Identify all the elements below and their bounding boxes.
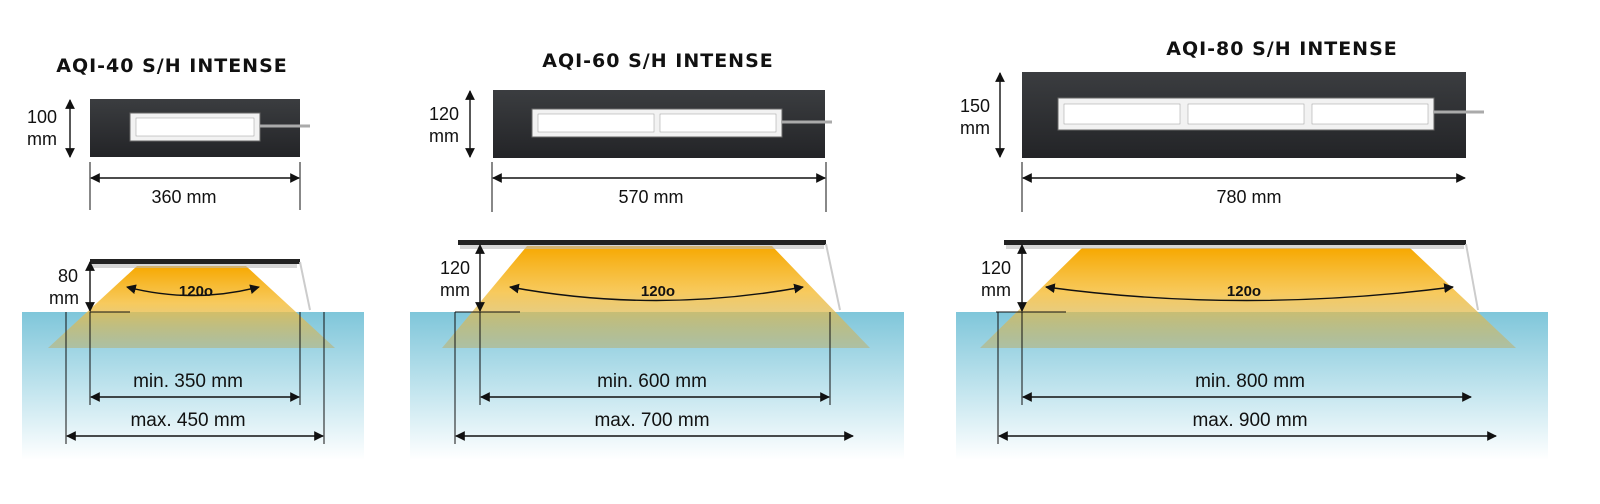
beam-angle-arrow [1045,283,1454,302]
height-top-unit: mm [429,126,459,146]
product-title: AQI-60 S/H INTENSE [542,50,773,72]
fixture-side [1004,240,1466,245]
height-top-value: 150 [960,96,990,116]
width-value: 360 mm [151,187,216,207]
min-width-label: min. 800 mm [1195,371,1305,392]
light-cone [980,248,1516,348]
fixture-side [458,240,826,245]
min-width-label: min. 600 mm [597,371,707,392]
beam-angle-arrow [509,283,804,302]
max-width-label: max. 700 mm [594,410,709,431]
height-top-unit: mm [960,118,990,138]
top-view-fixture [1022,72,1484,158]
height-side-unit: mm [981,280,1011,300]
height-top-value: 100 [27,107,57,127]
fixture-side [90,259,300,264]
height-side-value: 80 [58,266,78,286]
product-aqi-60: AQI-60 S/H INTENSE 120 mm 570 mm 120o 12… [410,50,904,460]
product-title: AQI-80 S/H INTENSE [1166,38,1397,60]
product-title: AQI-40 S/H INTENSE [56,55,287,77]
min-width-label: min. 350 mm [133,371,243,392]
height-top-unit: mm [27,129,57,149]
beam-angle: 120o [179,283,213,300]
width-value: 570 mm [618,187,683,207]
beam-angle: 120o [1227,283,1261,300]
product-aqi-40: AQI-40 S/H INTENSE 100 mm 360 mm 120o 80… [22,55,364,460]
height-side-unit: mm [440,280,470,300]
light-cone [442,246,870,348]
max-width-label: max. 900 mm [1192,410,1307,431]
height-side-value: 120 [981,258,1011,278]
width-value: 780 mm [1216,187,1281,207]
height-side-unit: mm [49,288,79,308]
beam-angle-arrow [126,284,260,297]
beam-angle: 120o [641,283,675,300]
top-view-fixture [493,90,832,158]
max-width-label: max. 450 mm [130,410,245,431]
height-top-value: 120 [429,104,459,124]
top-view-fixture [90,99,310,157]
product-aqi-80: AQI-80 S/H INTENSE 150 mm 780 mm 120o 12… [956,38,1548,460]
light-cone [48,266,335,348]
height-side-value: 120 [440,258,470,278]
